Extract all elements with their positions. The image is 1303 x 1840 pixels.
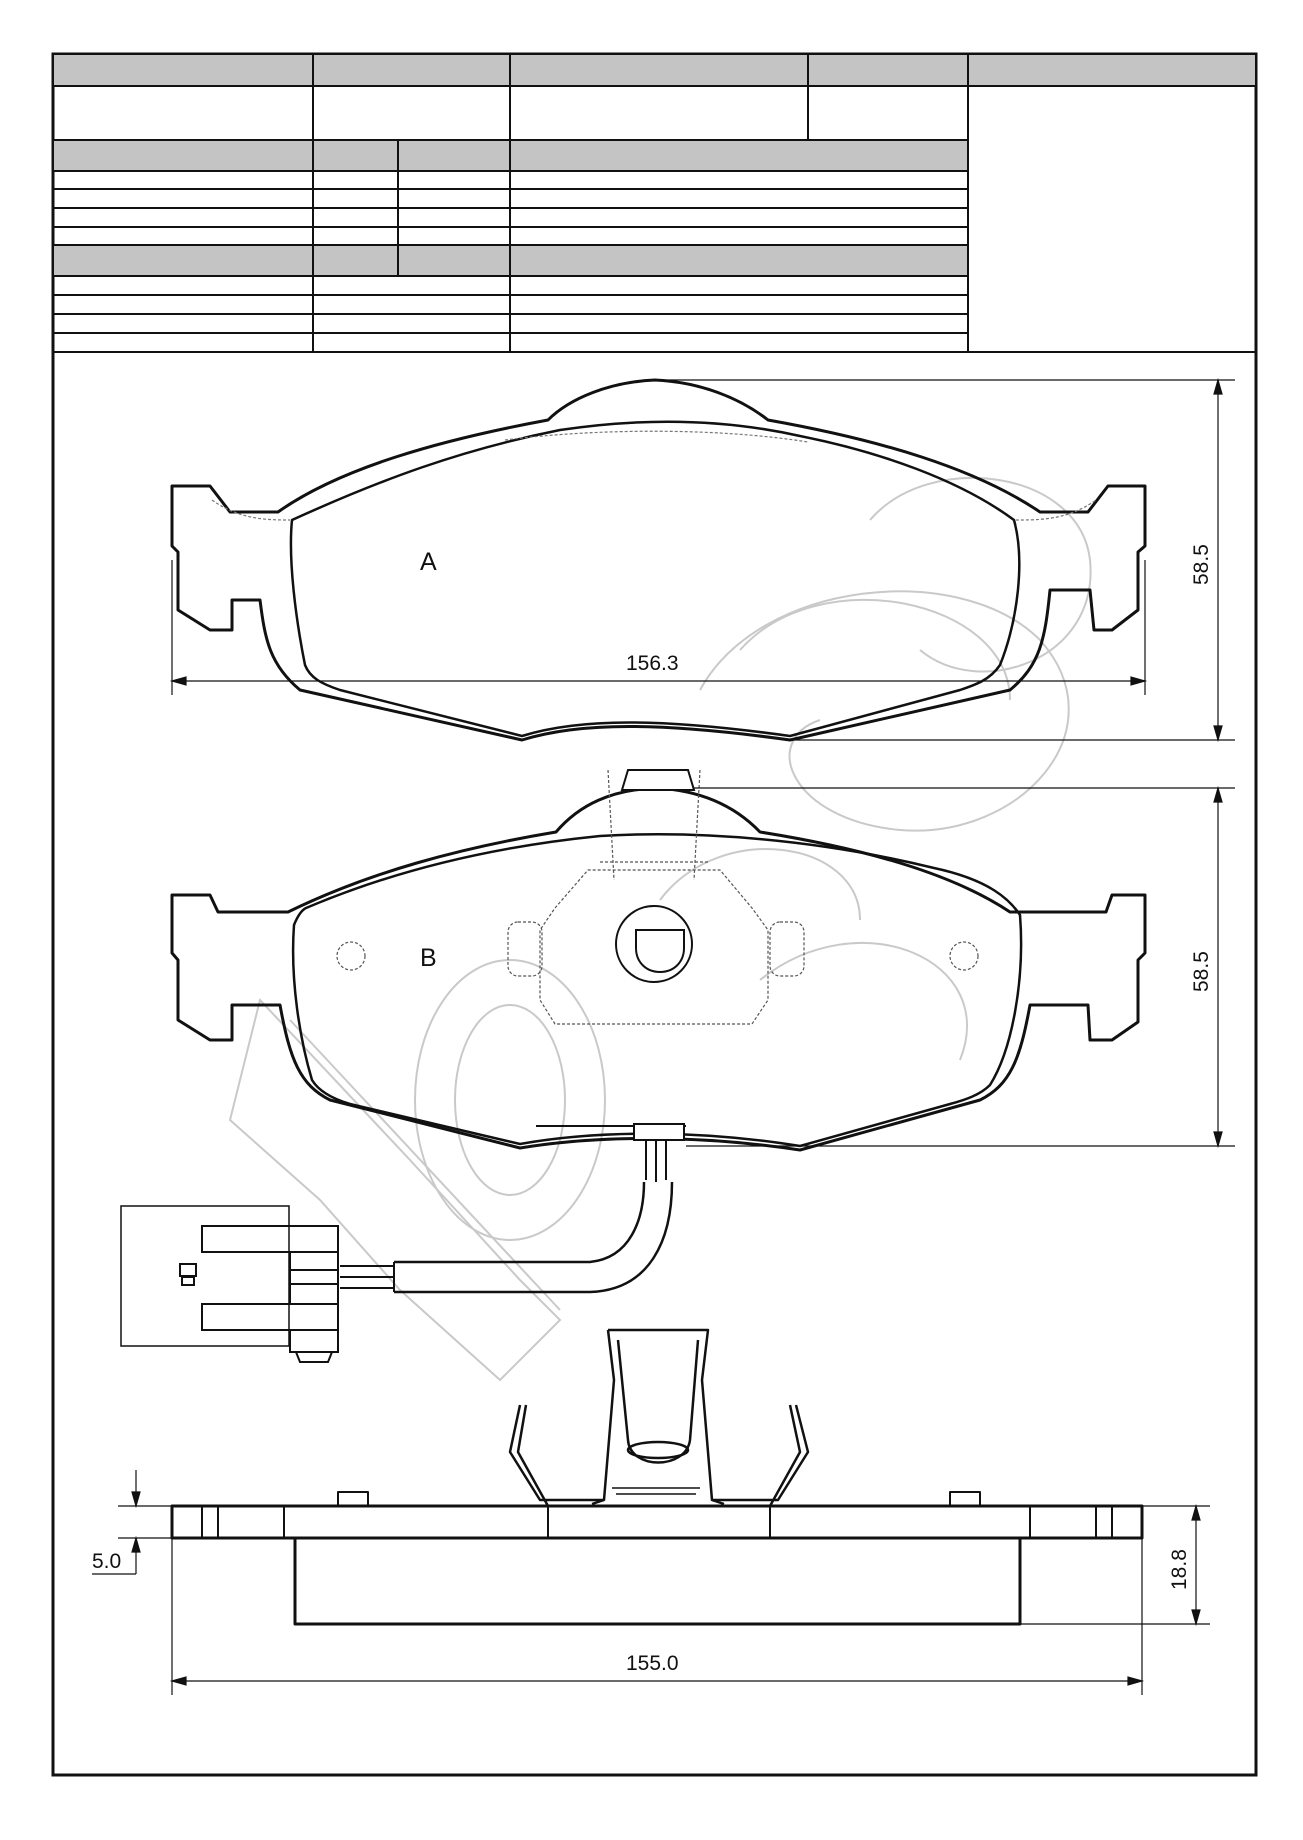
pad-b-hole-left: [336, 941, 366, 971]
side-thickness-value: 18.8: [1168, 1549, 1191, 1590]
pad-a: [170, 378, 1147, 742]
wear-sensor-body: [633, 1123, 685, 1141]
pad-b-friction: [291, 833, 1023, 1148]
header-row-1: [52, 53, 1257, 87]
pad-a-label: A: [420, 548, 437, 576]
pad-b-height-value: 58.5: [1190, 951, 1213, 992]
drawing-frame: [51, 52, 1258, 1777]
pad-b-hole-right: [949, 941, 979, 971]
pad-b-piston-outline: [539, 869, 769, 1025]
side-backplate-dim: [92, 1470, 172, 1575]
side-backplate-value: 5.0: [92, 1550, 121, 1573]
clip-center: [591, 1328, 725, 1506]
sensor-connector: [120, 1205, 339, 1363]
title-block: [52, 53, 1257, 353]
side-view: [170, 1491, 1144, 1626]
pad-a-height-value: 58.5: [1190, 544, 1213, 585]
side-pin-left: [337, 1491, 369, 1507]
wear-sensor: [340, 1123, 685, 1294]
pad-a-height-dim: [655, 377, 1235, 743]
pad-a-width-dim: [169, 560, 1148, 695]
pad-b-piston: [615, 905, 693, 983]
pad-b: [170, 786, 1147, 1152]
pad-a-chamfer: [211, 430, 1097, 521]
pad-b-hidden-features: [336, 769, 979, 1025]
pad-a-backplate: [170, 378, 1147, 742]
clip-wing-left: [508, 1404, 604, 1507]
pad-a-friction: [289, 420, 1021, 738]
side-backplate: [170, 1504, 1144, 1540]
pad-a-width-value: 156.3: [626, 652, 679, 675]
pad-b-backplate: [170, 786, 1147, 1152]
side-width-value: 155.0: [626, 1652, 679, 1675]
side-friction: [293, 1536, 1022, 1626]
pad-b-sensor-slot: [635, 929, 685, 974]
pad-b-label: B: [420, 944, 437, 972]
pad-b-height-dim: [686, 785, 1235, 1149]
side-spring-clip: [508, 1328, 810, 1507]
side-width-dim: [169, 1538, 1145, 1695]
pad-b-top-clip: [620, 769, 696, 791]
side-pin-right: [949, 1491, 981, 1507]
side-thickness-dim: [1020, 1503, 1210, 1627]
pad-b-piston-circle: [615, 905, 693, 983]
clip-wing-right: [712, 1404, 810, 1507]
sensor-wire: [394, 1181, 674, 1294]
